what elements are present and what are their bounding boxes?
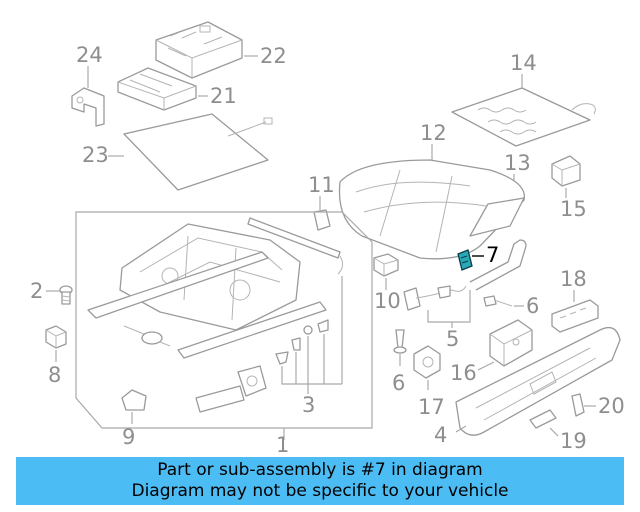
part-7-highlighted[interactable] (457, 249, 473, 271)
part-15-connector[interactable] (551, 155, 581, 187)
part-21-module-box[interactable] (117, 67, 197, 111)
part-18-switch[interactable] (551, 299, 599, 333)
part-23-heater-mat[interactable] (123, 113, 273, 191)
part-3-fasteners[interactable] (275, 319, 329, 365)
seat-wire-loop (469, 239, 527, 291)
part-10-clip[interactable] (373, 253, 399, 277)
part-16-switch-module[interactable] (489, 319, 533, 367)
part-6-screw-lower[interactable] (393, 329, 407, 354)
callout-9: 9 (122, 425, 135, 449)
callout-10: 10 (374, 289, 401, 313)
part-1-seat-frame[interactable] (87, 217, 344, 359)
callout-6b: 6 (392, 371, 405, 395)
seat-parts-diagram: 22 21 24 23 14 12 13 11 (30, 21, 625, 456)
callout-18: 18 (560, 267, 587, 291)
callout-24: 24 (76, 43, 103, 67)
part-6-bolt-upper[interactable] (483, 295, 513, 307)
callout-20: 20 (598, 394, 625, 418)
callout-23: 23 (82, 143, 109, 167)
callout-16: 16 (450, 361, 477, 385)
callout-14: 14 (510, 51, 537, 75)
part-17-motor[interactable] (413, 345, 441, 379)
part-11-clip[interactable] (313, 209, 331, 231)
part-12-seat-cushion[interactable] (338, 159, 525, 260)
part-5-harness[interactable] (403, 285, 467, 311)
callout-4: 4 (434, 423, 447, 447)
callout-8: 8 (48, 363, 61, 387)
fitment-banner: Part or sub-assembly is #7 in diagram Di… (16, 457, 624, 505)
callout-6a: 6 (526, 294, 539, 318)
part-24-bracket[interactable] (71, 87, 105, 127)
part-22-control-module[interactable] (155, 21, 243, 79)
part-9-cap[interactable] (121, 389, 147, 411)
callout-3: 3 (302, 393, 315, 417)
banner-line-2: Diagram may not be specific to your vehi… (131, 481, 509, 501)
callout-17: 17 (418, 395, 445, 419)
part-19-knob[interactable] (529, 409, 557, 429)
callout-22: 22 (260, 44, 287, 68)
callout-5: 5 (446, 327, 459, 351)
callout-21: 21 (210, 84, 237, 108)
callout-15: 15 (560, 197, 587, 221)
part-20-knob[interactable] (571, 393, 585, 417)
frame-recline-motor (195, 365, 267, 413)
part-4-side-trim[interactable] (455, 326, 621, 436)
frame-motor (123, 325, 171, 347)
banner-line-1: Part or sub-assembly is #7 in diagram (157, 460, 483, 480)
part-2-bolt[interactable] (59, 285, 73, 305)
callout-7: 7 (486, 243, 499, 267)
callout-1: 1 (276, 433, 289, 456)
part-8-block[interactable] (45, 325, 67, 349)
callout-19: 19 (560, 429, 587, 453)
callout-13: 13 (504, 151, 531, 175)
callout-11: 11 (308, 173, 335, 197)
part-14-cushion-pad[interactable] (451, 87, 596, 147)
callout-12: 12 (420, 121, 447, 145)
callout-2: 2 (30, 279, 43, 303)
